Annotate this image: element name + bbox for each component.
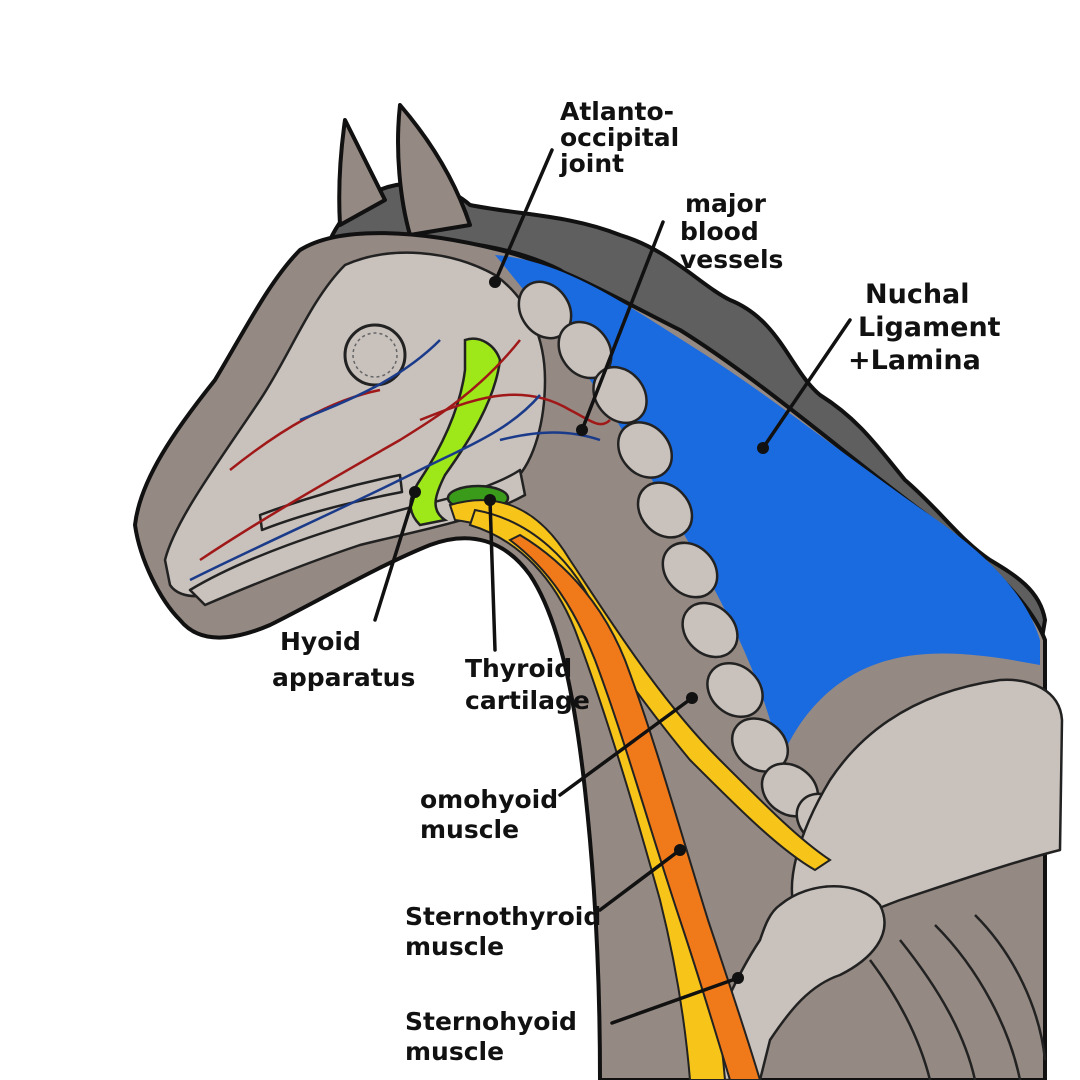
leader-nuchal: [761, 318, 852, 450]
dot-hyoid: [409, 486, 421, 498]
labels: Atlanto- occipital joint major blood ves…: [272, 97, 1010, 1066]
label-hyoid-apparatus: Hyoid apparatus: [272, 627, 415, 692]
label-nuchal-ligament-lamina: Nuchal Ligament +Lamina: [848, 279, 1010, 376]
leader-atlanto: [493, 148, 554, 284]
horse-illustration: [133, 103, 1064, 1080]
dot-omohyoid: [686, 692, 698, 704]
leader-thyroid: [488, 498, 497, 652]
label-thyroid-cartilage: Thyroid cartilage: [465, 654, 590, 715]
leader-sternothyroid: [598, 848, 682, 912]
vertebra: [636, 481, 694, 539]
dot-nuchal: [757, 442, 769, 454]
label-atlanto-occipital-joint: Atlanto- occipital joint: [559, 97, 688, 178]
label-sternohyoid-muscle: Sternohyoid muscle: [405, 1007, 586, 1066]
vertebra: [661, 541, 719, 599]
leader-hyoid: [373, 490, 417, 622]
humerus: [698, 885, 886, 1080]
leader-omohyoid: [558, 696, 694, 797]
lower-jaw: [188, 468, 527, 607]
vertebra: [681, 601, 739, 659]
ear-back: [337, 118, 387, 227]
label-omohyoid-muscle: omohyoid muscle: [420, 785, 567, 844]
leader-sternohyoid: [610, 976, 740, 1025]
vertebra: [592, 365, 648, 425]
dot-sternohyoid: [732, 972, 744, 984]
label-sternothyroid-muscle: Sternothyroid muscle: [405, 902, 610, 961]
blood-vessels: [189, 339, 611, 582]
cervical-vertebrae: [517, 280, 855, 848]
dot-vessels: [576, 424, 588, 436]
ribs: [868, 914, 1047, 1080]
vertebra: [617, 421, 673, 479]
ear-front: [396, 103, 472, 237]
upper-teeth: [258, 473, 404, 532]
leader-vessels: [580, 220, 665, 432]
vertebra: [706, 662, 764, 718]
dot-thyroid: [484, 494, 496, 506]
dot-atlanto: [489, 276, 501, 288]
eye-socket-hatch: [352, 332, 398, 378]
leader-lines: [373, 148, 852, 1025]
dot-sternothyroid: [674, 844, 686, 856]
eye-socket: [343, 323, 407, 387]
label-major-blood-vessels: major blood vessels: [680, 189, 783, 274]
